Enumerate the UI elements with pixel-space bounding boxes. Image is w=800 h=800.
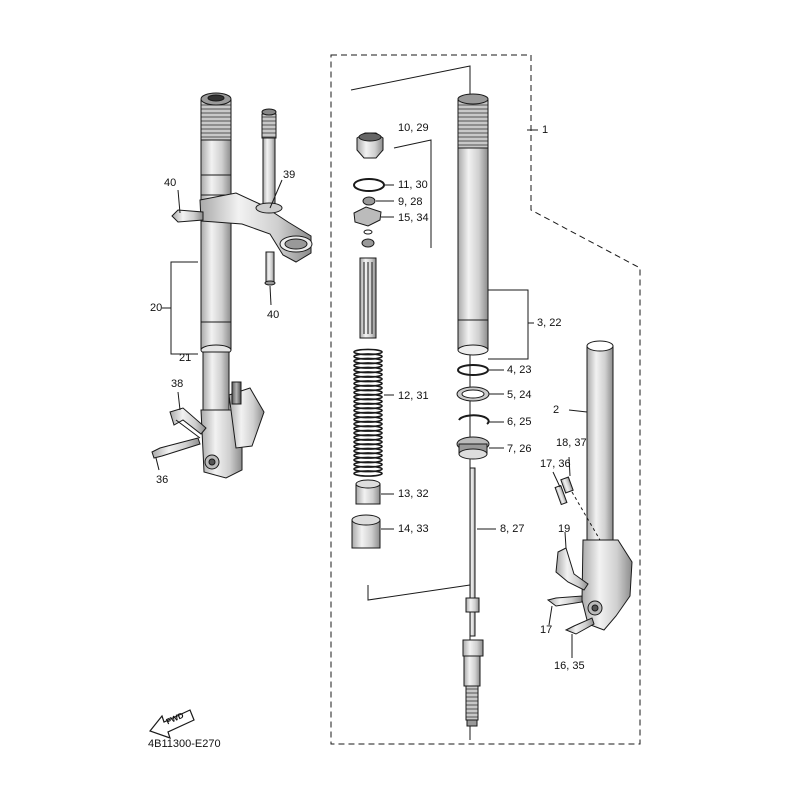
adjuster bbox=[353, 206, 382, 227]
right-axle-bracket bbox=[581, 539, 633, 631]
callout-17-36: 17, 36 bbox=[540, 458, 571, 470]
inner-tube bbox=[457, 147, 489, 349]
callout-21: 21 bbox=[179, 352, 192, 364]
outer-tube bbox=[586, 345, 614, 547]
fwd-arrow-icon bbox=[149, 709, 195, 739]
diagram-code: 4B11300-E270 bbox=[148, 738, 221, 750]
callout-13-32: 13, 32 bbox=[398, 488, 429, 500]
callout-39: 39 bbox=[283, 169, 296, 181]
callout-6-25: 6, 25 bbox=[507, 416, 532, 428]
callout-36: 36 bbox=[156, 474, 169, 486]
left-leader-lines bbox=[155, 179, 283, 471]
callout-11-30: 11, 30 bbox=[398, 179, 428, 191]
callout-15-34: 15, 34 bbox=[398, 212, 429, 224]
damper-rod bbox=[469, 467, 476, 599]
callout-10-29: 10, 29 bbox=[398, 122, 429, 134]
callout-38: 38 bbox=[171, 378, 184, 390]
fork-upper-tube bbox=[200, 139, 232, 341]
callout-18-37: 18, 37 bbox=[556, 437, 587, 449]
small-nut bbox=[362, 196, 376, 206]
fork-outer-tube bbox=[202, 351, 230, 415]
callout-12-31: 12, 31 bbox=[398, 390, 429, 402]
adjuster-bolt bbox=[169, 407, 207, 435]
adjuster-19 bbox=[555, 547, 589, 591]
callout-40-top: 40 bbox=[164, 177, 177, 189]
axle-bolt bbox=[564, 617, 595, 635]
callout-14-33: 14, 33 bbox=[398, 523, 429, 535]
callout-1: 1 bbox=[542, 124, 549, 136]
spring-coil bbox=[353, 470, 383, 477]
fork-top-thread bbox=[200, 99, 232, 141]
screw-36 bbox=[151, 437, 201, 459]
callout-8-27: 8, 27 bbox=[500, 523, 525, 535]
callout-17: 17 bbox=[540, 624, 553, 636]
assembly-dashed-border bbox=[330, 54, 641, 745]
clamp-bolt-bottom bbox=[265, 251, 275, 283]
callout-7-26: 7, 26 bbox=[507, 443, 532, 455]
callout-16-35: 16, 35 bbox=[554, 660, 585, 672]
clamp-bolt-top bbox=[171, 209, 204, 223]
callout-20: 20 bbox=[150, 302, 163, 314]
clip-6 bbox=[458, 414, 490, 425]
callout-5-24: 5, 24 bbox=[507, 389, 532, 401]
steering-stem-thread bbox=[261, 113, 277, 139]
exploded-parts bbox=[351, 93, 633, 727]
o-ring bbox=[353, 178, 385, 192]
inner-tube-thread bbox=[457, 99, 489, 149]
assembled-fork bbox=[151, 92, 313, 479]
callout-9-28: 9, 28 bbox=[398, 196, 423, 208]
callout-19: 19 bbox=[558, 523, 571, 535]
callout-2: 2 bbox=[553, 404, 560, 416]
callout-3-22: 3, 22 bbox=[537, 317, 562, 329]
fork-spring-coils bbox=[353, 348, 383, 477]
callout-4-23: 4, 23 bbox=[507, 364, 532, 376]
right-leader-lines bbox=[376, 129, 601, 658]
callout-40-bottom: 40 bbox=[267, 309, 280, 321]
steering-stem bbox=[262, 137, 276, 209]
seal-4 bbox=[457, 364, 489, 376]
